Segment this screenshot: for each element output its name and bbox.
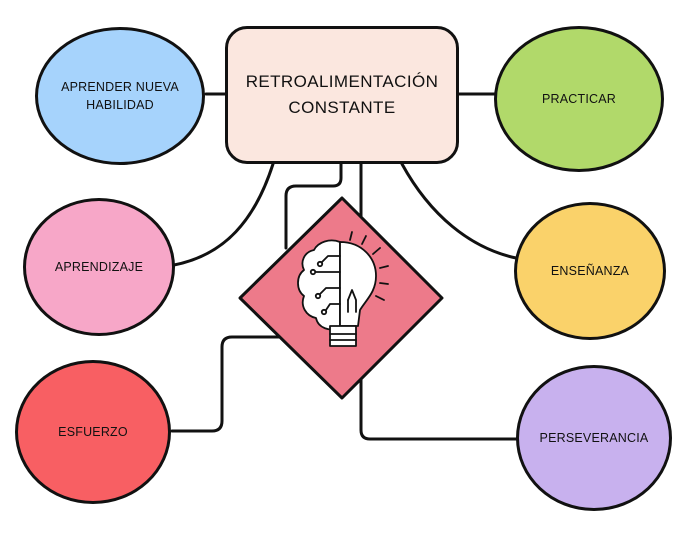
brain-lightbulb-icon	[297, 231, 389, 347]
line-esfuerzo	[170, 335, 284, 433]
node-perseverancia: PERSEVERANCIA	[516, 365, 672, 511]
brain-lightbulb-diamond	[238, 196, 444, 400]
node-practicar-label: PRACTICAR	[541, 92, 617, 106]
node-aprendizaje: APRENDIZAJE	[23, 198, 175, 336]
node-esfuerzo-label: ESFUERZO	[58, 425, 128, 439]
node-aprendizaje-label: APRENDIZAJE	[54, 260, 144, 274]
line-aprendizaje	[172, 162, 275, 267]
node-aprender: APRENDER NUEVA HABILIDAD	[35, 27, 205, 165]
node-esfuerzo: ESFUERZO	[15, 360, 171, 504]
line-box-diamond	[284, 162, 343, 250]
line-ensenanza	[400, 162, 518, 260]
node-ensenanza-label: ENSEÑANZA	[550, 264, 630, 278]
node-ensenanza: ENSEÑANZA	[514, 202, 666, 340]
center-box-retroalimentacion: RETROALIMENTACIÓN CONSTANTE	[225, 26, 459, 164]
node-perseverancia-label: PERSEVERANCIA	[539, 431, 649, 445]
node-aprender-label: APRENDER NUEVA HABILIDAD	[61, 80, 179, 112]
center-label: RETROALIMENTACIÓN CONSTANTE	[245, 72, 439, 117]
node-practicar: PRACTICAR	[494, 26, 664, 172]
line-perseverancia	[359, 162, 520, 441]
